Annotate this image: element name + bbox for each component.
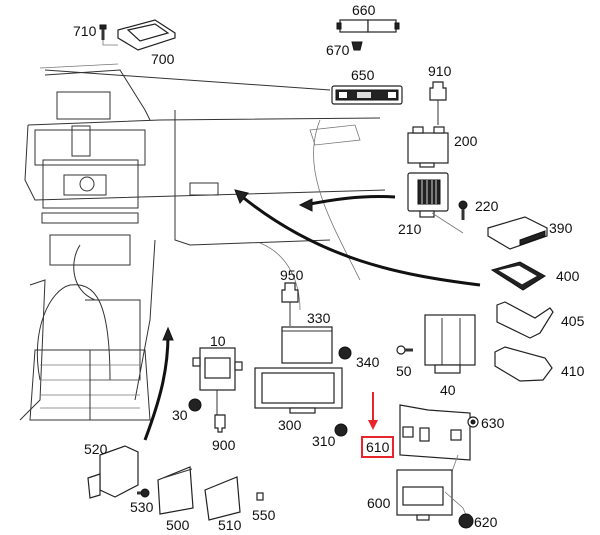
label-700: 700	[151, 51, 175, 67]
label-520: 520	[84, 441, 108, 457]
part-670-clip	[351, 41, 363, 51]
label-630: 630	[481, 415, 505, 431]
label-40: 40	[440, 382, 456, 398]
part-620-nut	[458, 513, 474, 529]
part-500-module	[157, 466, 194, 515]
label-620: 620	[474, 514, 498, 530]
label-220: 220	[475, 198, 499, 214]
part-40-control-unit	[424, 314, 476, 374]
part-650-overhead-panel	[331, 85, 403, 105]
part-405-bracket	[496, 301, 554, 339]
label-310: 310	[312, 433, 336, 449]
arrow-to-dashboard	[239, 193, 481, 287]
label-390: 390	[549, 220, 573, 236]
label-510: 510	[218, 517, 242, 533]
label-10: 10	[210, 333, 226, 349]
label-410: 410	[561, 363, 585, 379]
label-405: 405	[561, 313, 585, 329]
label-610-highlighted: 610	[361, 436, 395, 458]
arrow-up-from-520	[143, 334, 170, 441]
label-400: 400	[556, 268, 580, 284]
vehicle-interior-drawing	[19, 63, 386, 421]
part-220-screw	[458, 200, 468, 220]
arrowhead	[234, 189, 249, 204]
part-330-control-unit	[281, 326, 333, 364]
part-300-control-unit	[254, 367, 343, 414]
part-700-control-unit	[117, 19, 176, 51]
label-500: 500	[166, 517, 190, 533]
part-660-connector	[336, 19, 400, 33]
part-530-screw	[137, 488, 150, 498]
part-50-bolt	[396, 345, 413, 355]
part-910-connector	[429, 81, 447, 125]
part-310-nut	[334, 423, 348, 437]
part-710-screw	[99, 24, 118, 46]
part-510-cover	[204, 476, 241, 521]
part-10-control-unit	[192, 347, 243, 415]
label-50: 50	[396, 363, 412, 379]
part-210-fuse-box	[407, 172, 464, 234]
part-400-bracket	[490, 261, 546, 291]
label-530: 530	[130, 499, 154, 515]
label-660: 660	[352, 2, 376, 18]
label-300: 300	[278, 417, 302, 433]
part-340-nut	[338, 346, 352, 360]
label-950: 950	[280, 267, 304, 283]
part-30-nut	[188, 398, 202, 412]
part-610-bracket	[399, 404, 471, 486]
label-650: 650	[351, 67, 375, 83]
label-210: 210	[398, 221, 422, 237]
label-200: 200	[454, 133, 478, 149]
label-330: 330	[307, 310, 331, 326]
label-600: 600	[367, 495, 391, 511]
arrowhead	[162, 326, 174, 341]
part-390-control-unit	[487, 216, 548, 250]
arrow-to-glovebox	[304, 195, 396, 207]
part-950-connector	[281, 282, 299, 326]
part-520-control-unit	[87, 445, 139, 499]
part-630-nut	[467, 416, 479, 428]
label-710: 710	[73, 23, 97, 39]
part-200-control-unit	[407, 126, 449, 168]
label-550: 550	[252, 507, 276, 523]
label-340: 340	[356, 354, 380, 370]
label-900: 900	[212, 437, 236, 453]
label-30: 30	[172, 407, 188, 423]
label-670: 670	[326, 42, 350, 58]
label-910: 910	[428, 63, 452, 79]
highlight-arrowhead	[368, 420, 378, 430]
arrowhead	[298, 198, 313, 212]
part-550-clip	[256, 492, 264, 501]
part-410-bracket	[494, 346, 553, 382]
part-600-control-unit	[396, 469, 467, 521]
part-900-connector	[214, 414, 226, 433]
